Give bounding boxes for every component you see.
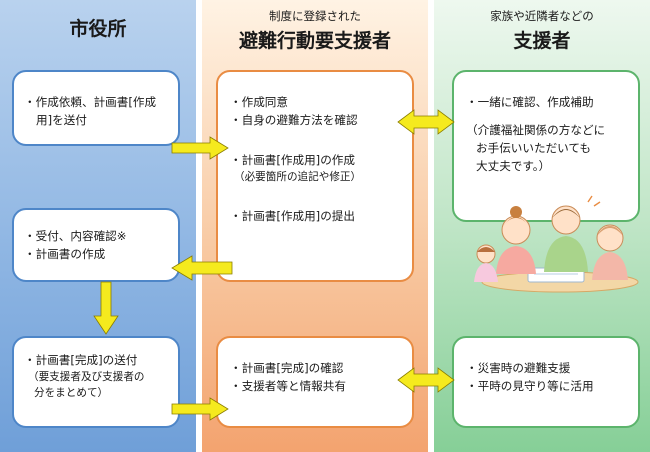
arrow-city-to-person-1 <box>171 136 229 160</box>
person-step-check-method: ・自身の避難方法を確認 <box>230 112 358 127</box>
family-discussing-icon <box>474 195 639 293</box>
city-step-request: ・作成依頼、計画書[作成 用]を送付 <box>12 70 180 146</box>
city-step-receive-line2: ・計画書の作成 <box>24 246 106 261</box>
person-step-share-info: ・支援者等と情報共有 <box>230 378 346 393</box>
person-step-fill-plan-note: （必要箇所の追記や修正） <box>234 170 362 183</box>
person-step-confirm-final: ・計画書[完成]の確認 <box>230 361 344 375</box>
arrow-city-down <box>93 281 119 335</box>
city-step-send-final-note1: （要支援者及び支援者の <box>28 370 145 383</box>
supporter-column-title: 支援者 <box>513 30 571 52</box>
supporter-step-watch: ・平時の見守り等に活用 <box>466 378 594 393</box>
city-step-send-final-line: ・計画書[完成]の送付 <box>24 353 138 367</box>
supporter-step-evac-support: ・災害時の避難支援 <box>466 361 571 375</box>
person-step-fill-plan: ・計画書[作成用]の作成 <box>230 152 355 167</box>
supporter-step-use: ・災害時の避難支援 ・平時の見守り等に活用 <box>452 336 640 428</box>
person-column-subtitle: 制度に登録された <box>269 9 361 23</box>
city-step-receive-line1: ・受付、内容確認※ <box>24 229 127 243</box>
city-step-request-line2: 用]を送付 <box>36 112 87 127</box>
arrow-person-to-city <box>171 255 233 281</box>
arrow-person-supporter-1 <box>397 109 455 135</box>
person-step-submit-plan: ・計画書[作成用]の提出 <box>230 208 355 223</box>
city-step-send-final-note2: 分をまとめて） <box>34 386 109 399</box>
city-step-receive: ・受付、内容確認※ ・計画書の作成 <box>12 208 180 282</box>
person-step-create: ・作成同意 ・自身の避難方法を確認 ・計画書[作成用]の作成 （必要箇所の追記や… <box>216 70 414 282</box>
city-step-request-line1: ・作成依頼、計画書[作成 <box>24 95 157 109</box>
supporter-step-assist-note1: （介護福祉関係の方などに <box>466 122 606 137</box>
supporter-step-assist-note2: お手伝いいただいても <box>476 140 592 155</box>
person-step-agree: ・作成同意 <box>230 95 288 109</box>
supporter-step-assist-line: ・一緒に確認、作成補助 <box>466 95 594 109</box>
supporter-column-subtitle: 家族や近隣者などの <box>490 9 594 23</box>
arrow-person-supporter-2 <box>397 367 455 393</box>
city-step-send-final: ・計画書[完成]の送付 （要支援者及び支援者の 分をまとめて） <box>12 336 180 428</box>
city-column-title: 市役所 <box>69 18 127 40</box>
arrow-city-to-person-2 <box>171 397 229 421</box>
supporter-step-assist-note3: 大丈夫です。） <box>476 158 551 173</box>
person-step-confirm: ・計画書[完成]の確認 ・支援者等と情報共有 <box>216 336 414 428</box>
person-column-title: 避難行動要支援者 <box>238 30 391 52</box>
supporter-step-assist: ・一緒に確認、作成補助 （介護福祉関係の方などに お手伝いいただいても 大丈夫で… <box>452 70 640 222</box>
